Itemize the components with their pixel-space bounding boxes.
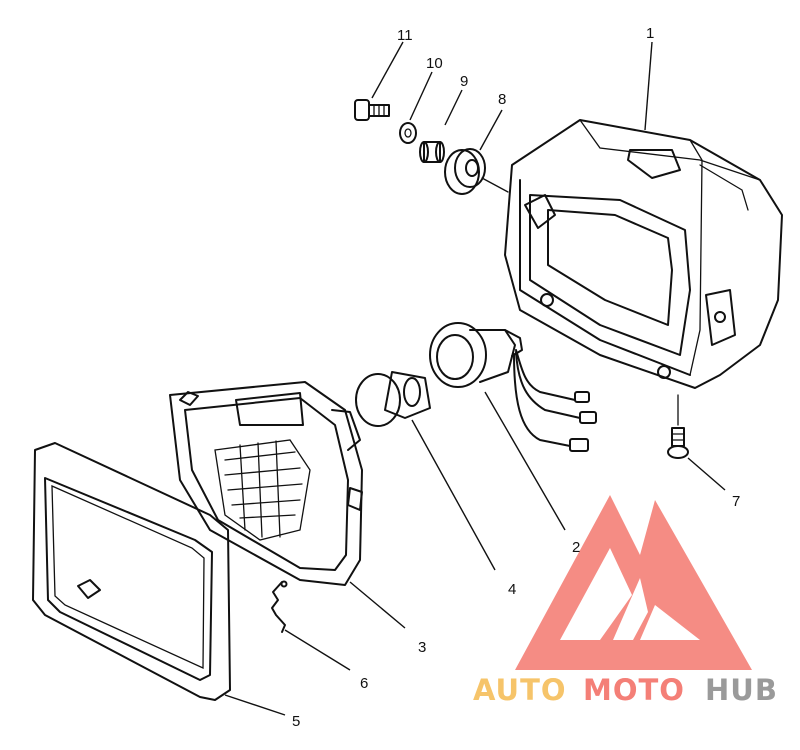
grommet-part	[444, 148, 486, 195]
watermark-auto: AUTO	[473, 673, 567, 707]
washer-part	[399, 122, 417, 144]
callout-3: 3	[418, 639, 426, 656]
headlight-rim-part	[32, 442, 231, 701]
callout-11: 11	[397, 27, 413, 44]
watermark: AUTO MOTO HUB	[473, 495, 778, 707]
bolt-part	[354, 99, 390, 121]
callout-7: 7	[732, 493, 740, 510]
screw-part	[667, 394, 689, 459]
leader-lines	[224, 41, 726, 716]
callout-6: 6	[360, 675, 368, 692]
callout-2: 2	[572, 539, 580, 556]
watermark-logo-icon	[515, 495, 752, 670]
callouts: 1 2 3 4 5 6 7 8 9 10 11	[292, 25, 740, 730]
callout-5: 5	[292, 713, 300, 730]
callout-1: 1	[646, 25, 654, 42]
bulb-socket-part	[429, 322, 597, 452]
headlight-unit-part	[169, 381, 363, 586]
adjusting-spring-part	[271, 580, 288, 633]
bulb-part	[355, 371, 431, 427]
watermark-moto: MOTO	[583, 673, 685, 707]
callout-10: 10	[426, 55, 443, 72]
watermark-hub: HUB	[705, 673, 778, 707]
callout-4: 4	[508, 581, 516, 598]
lens-pattern	[214, 439, 311, 541]
callout-8: 8	[498, 91, 506, 108]
collar-part	[419, 141, 445, 163]
headlight-housing-part	[504, 119, 783, 389]
callout-9: 9	[460, 73, 468, 90]
